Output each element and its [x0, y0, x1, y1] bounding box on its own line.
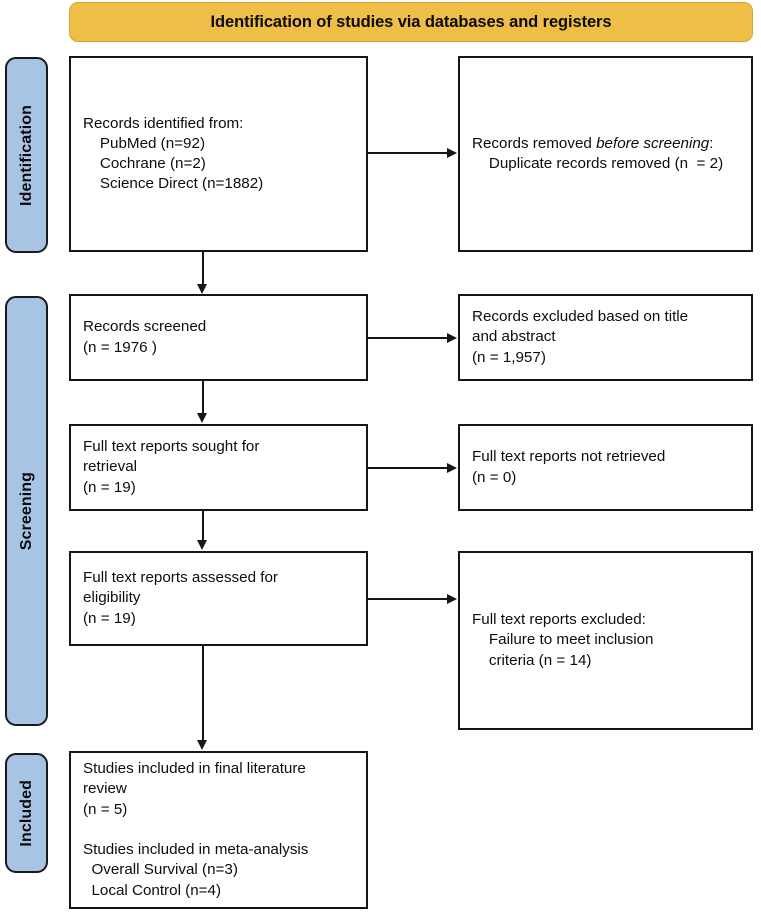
full-text-not-retrieved-line-1: Full text reports not retrieved — [472, 448, 666, 466]
records-screened-line-2: (n = 1976 ) — [83, 338, 157, 356]
records-excluded-line-2: and abstract — [472, 328, 556, 346]
box-full-text-excluded: Full text reports excluded: Failure to m… — [458, 551, 753, 730]
records-identified-line-2: PubMed (n=92) — [83, 134, 206, 152]
studies-included-spacer — [71, 820, 366, 840]
full-text-assessed-line-1: Full text reports assessed for — [83, 569, 278, 587]
full-text-sought-line-2: retrieval — [83, 458, 138, 476]
box-records-screened: Records screened (n = 1976 ) — [69, 294, 368, 381]
stage-bar-identification: Identification — [5, 57, 48, 253]
box-records-excluded-title-abstract: Records excluded based on title and abst… — [458, 294, 753, 381]
box-studies-included: Studies included in final literature rev… — [69, 751, 368, 909]
connector-identified-to-removed — [368, 152, 448, 154]
full-text-not-retrieved-line-2: (n = 0) — [472, 468, 517, 486]
full-text-sought-line-1: Full text reports sought for — [83, 438, 260, 456]
records-removed-line-2: Duplicate records removed (n = 2) — [472, 155, 724, 172]
records-removed-prefix: Records removed — [472, 134, 597, 152]
arrow-right-icon-identified-to-removed — [447, 148, 457, 158]
studies-included-line-3: (n = 5) — [83, 800, 128, 818]
arrow-right-icon-screened-to-excluded — [447, 333, 457, 343]
records-removed-line-1: Records removed before screening: — [460, 134, 751, 154]
studies-included-line-6: Overall Survival (n=3) — [83, 861, 238, 879]
diagram-header-banner: Identification of studies via databases … — [69, 2, 753, 42]
stage-bar-screening: Screening — [5, 296, 48, 726]
records-removed-suffix: : — [709, 134, 714, 152]
stage-label-identification: Identification — [17, 104, 35, 206]
records-identified-line-4: Science Direct (n=1882) — [83, 175, 264, 193]
records-identified-line-3: Cochrane (n=2) — [83, 155, 206, 172]
arrow-right-icon-assessed-to-excluded-full — [447, 594, 457, 604]
full-text-sought-line-3: (n = 19) — [83, 478, 136, 496]
studies-included-line-2: review — [83, 780, 127, 798]
full-text-assessed-line-3: (n = 19) — [83, 609, 136, 627]
arrow-down-icon-identified-to-screened — [197, 284, 207, 294]
box-full-text-assessed: Full text reports assessed for eligibili… — [69, 551, 368, 646]
box-full-text-not-retrieved: Full text reports not retrieved (n = 0) — [458, 424, 753, 511]
box-full-text-sought: Full text reports sought for retrieval (… — [69, 424, 368, 511]
connector-assessed-to-excluded-full — [368, 598, 448, 600]
records-excluded-line-1: Records excluded based on title — [472, 308, 689, 326]
full-text-excluded-line-3: criteria (n = 14) — [472, 651, 592, 669]
arrow-down-icon-assessed-to-included — [197, 740, 207, 750]
records-removed-emphasis: before screening — [596, 134, 710, 152]
connector-assessed-to-included — [202, 646, 204, 741]
connector-sought-to-not-retrieved — [368, 467, 448, 469]
stage-bar-included: Included — [5, 753, 48, 873]
studies-included-line-1: Studies included in final literature — [83, 760, 306, 778]
connector-screened-to-excluded — [368, 337, 448, 339]
connector-sought-to-assessed — [202, 511, 204, 541]
connector-screened-to-sought — [202, 381, 204, 414]
full-text-excluded-line-1: Full text reports excluded: — [472, 611, 646, 629]
diagram-title: Identification of studies via databases … — [210, 12, 612, 31]
arrow-right-icon-sought-to-not-retrieved — [447, 463, 457, 473]
full-text-assessed-line-2: eligibility — [83, 589, 141, 607]
connector-identified-to-screened — [202, 252, 204, 285]
stage-label-screening: Screening — [17, 471, 35, 551]
arrow-down-icon-sought-to-assessed — [197, 540, 207, 550]
stage-label-included: Included — [17, 779, 35, 847]
box-records-identified: Records identified from: PubMed (n=92) C… — [69, 56, 368, 252]
studies-included-line-5: Studies included in meta-analysis — [83, 841, 309, 859]
arrow-down-icon-screened-to-sought — [197, 413, 207, 423]
full-text-excluded-line-2: Failure to meet inclusion — [472, 631, 654, 649]
studies-included-line-7: Local Control (n=4) — [83, 881, 222, 899]
records-excluded-line-3: (n = 1,957) — [472, 348, 546, 366]
records-identified-line-1: Records identified from: — [83, 114, 244, 132]
records-screened-line-1: Records screened — [83, 318, 207, 336]
box-records-removed: Records removed before screening: Duplic… — [458, 56, 753, 252]
